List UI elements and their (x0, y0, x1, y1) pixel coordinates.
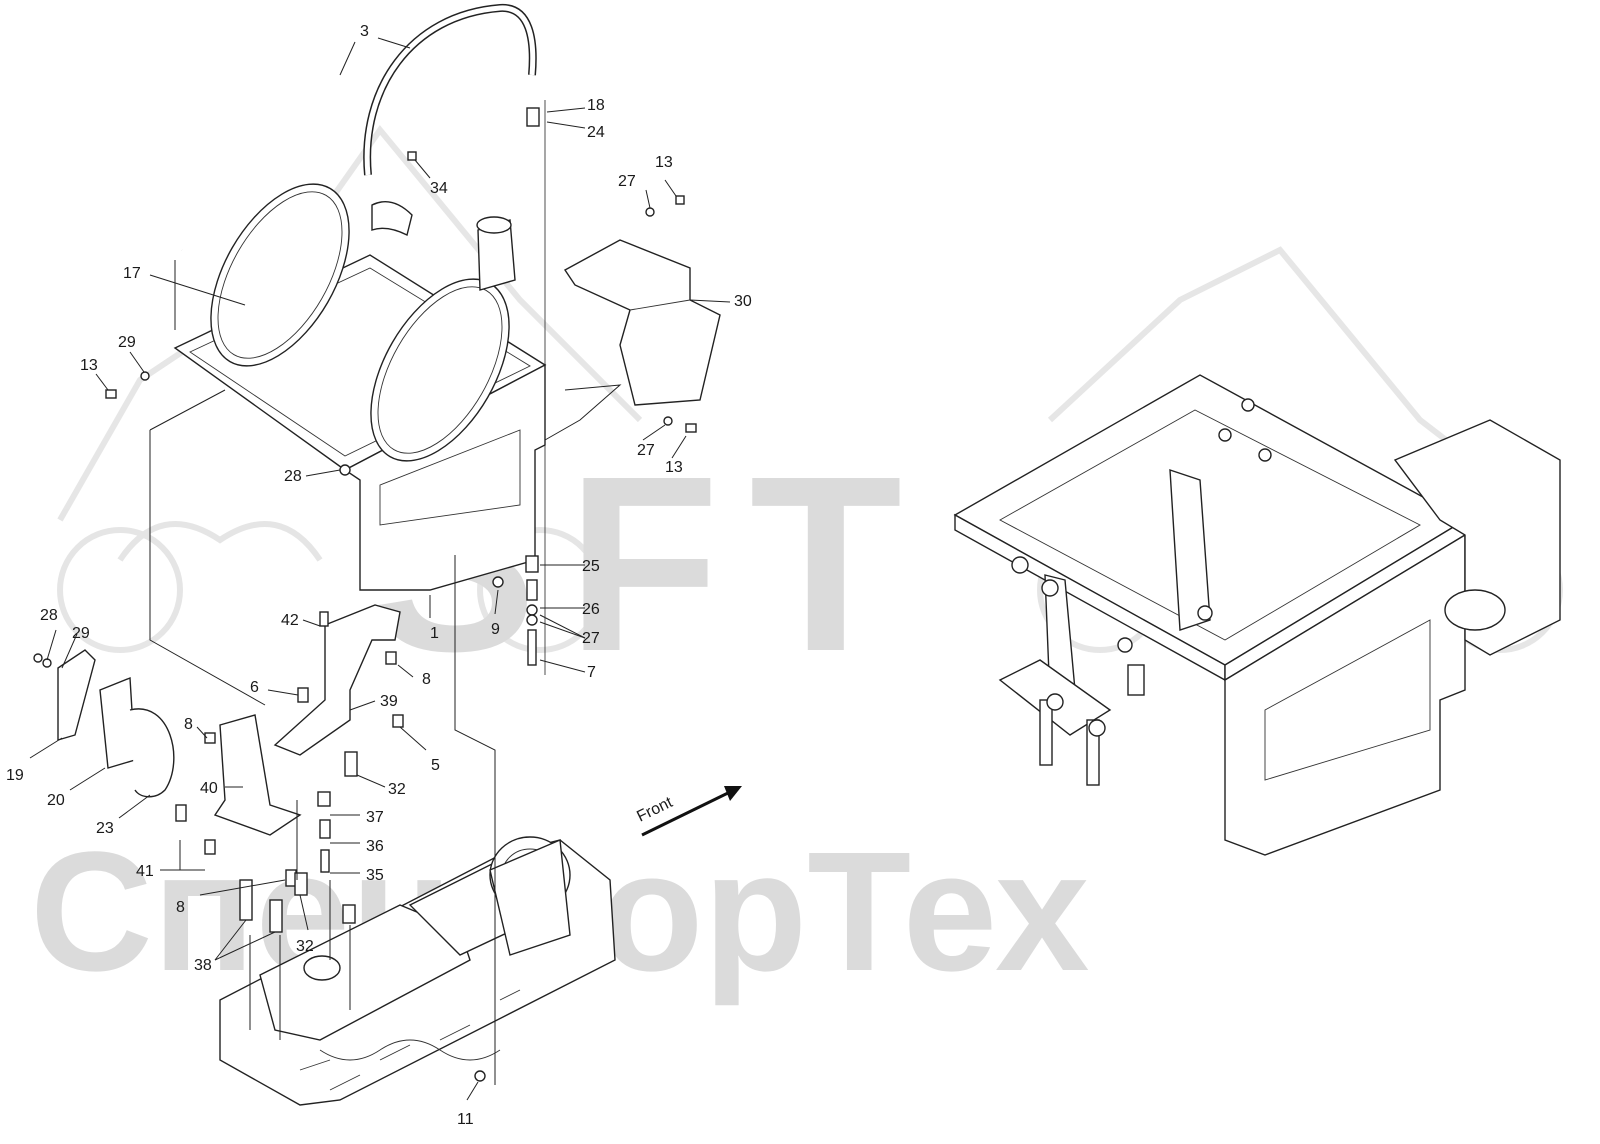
callout-40: 40 (200, 780, 218, 797)
callout-18: 18 (587, 97, 605, 114)
leader-lines (29, 37, 731, 1101)
callout-28: 28 (284, 468, 302, 485)
callout-24: 24 (587, 124, 605, 141)
callout-34: 34 (430, 180, 448, 197)
side-shroud (563, 239, 721, 406)
callout-11: 11 (457, 1111, 474, 1128)
seat-frame-assembly (173, 183, 547, 591)
callout-17: 17 (123, 265, 141, 282)
callout-13: 13 (655, 154, 673, 171)
callout-9: 9 (491, 621, 500, 638)
engine (219, 836, 616, 1106)
callout-38: 38 (194, 957, 212, 974)
callout-19: 19 (6, 767, 24, 784)
callout-32: 32 (388, 781, 406, 798)
callout-13: 13 (665, 459, 683, 476)
callout-23: 23 (96, 820, 114, 837)
callout-8: 8 (176, 899, 185, 916)
callout-27: 27 (582, 630, 600, 647)
callout-42: 42 (281, 612, 299, 629)
callout-29: 29 (72, 625, 90, 642)
callout-29: 29 (118, 334, 136, 351)
mounting-brackets (213, 604, 401, 836)
callout-1: 1 (430, 625, 439, 642)
callout-30: 30 (734, 293, 752, 310)
callout-13: 13 (80, 357, 98, 374)
handle-loops (178, 4, 537, 251)
callout-7: 7 (587, 664, 596, 681)
callout-35: 35 (366, 867, 384, 884)
assembled-seat-frame-view (953, 374, 1561, 856)
clamp-bracket (57, 649, 175, 798)
callout-41: 41 (136, 863, 154, 880)
callout-3: 3 (360, 23, 369, 40)
callout-25: 25 (582, 558, 600, 575)
callout-6: 6 (250, 679, 259, 696)
callout-5: 5 (431, 757, 440, 774)
callout-28: 28 (40, 607, 58, 624)
callout-8: 8 (184, 716, 193, 733)
callout-20: 20 (47, 792, 65, 809)
callout-8: 8 (422, 671, 431, 688)
callout-32: 32 (296, 938, 314, 955)
callout-27: 27 (637, 442, 655, 459)
callout-26: 26 (582, 601, 600, 618)
callout-27: 27 (618, 173, 636, 190)
callout-39: 39 (380, 693, 398, 710)
callout-37: 37 (366, 809, 384, 826)
callout-labels: 3 18 24 34 13 27 17 30 29 13 27 13 28 25… (6, 23, 752, 1128)
hardware-parts (33, 107, 697, 1082)
callout-36: 36 (366, 838, 384, 855)
